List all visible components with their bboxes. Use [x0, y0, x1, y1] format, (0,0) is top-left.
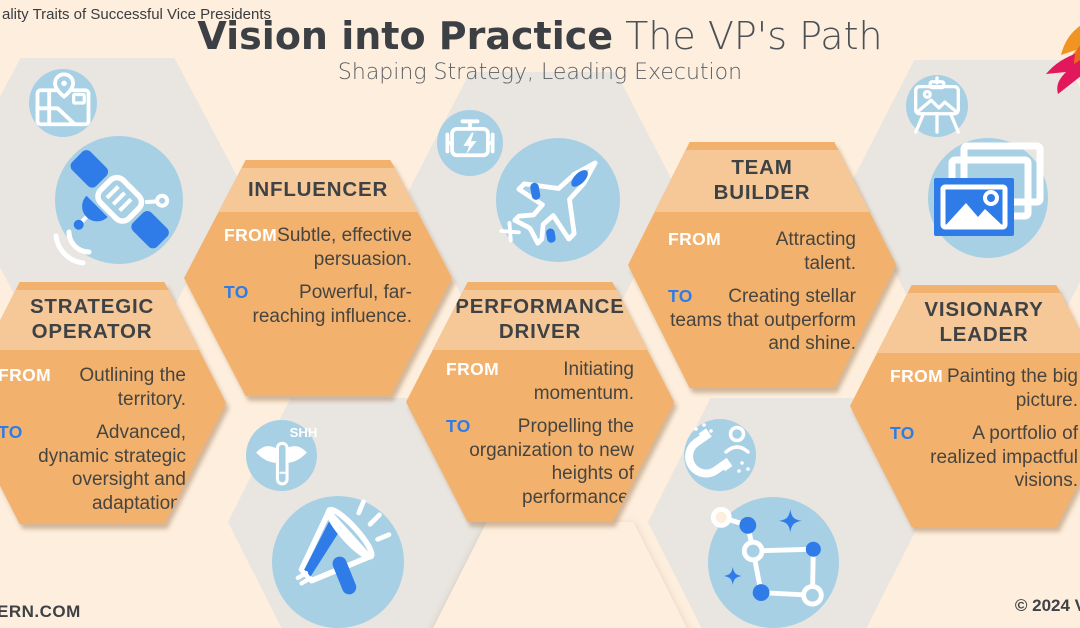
to-text: Propelling the organization to new heigh… [469, 416, 634, 508]
to-entry: TO A portfolio of realized impactful vis… [890, 422, 1078, 493]
page-title-bold: Vision into Practice [197, 14, 614, 58]
page-subtitle: Shaping Strategy, Leading Execution [337, 59, 743, 85]
from-label: FROM [0, 365, 52, 385]
from-label: FROM [224, 225, 278, 245]
shh-icon: SHH [246, 420, 317, 491]
to-text: A portfolio of realized impactful vision… [930, 423, 1078, 492]
page-title-light: The VP's Path [613, 14, 883, 58]
map-icon [29, 69, 97, 137]
from-text: Painting the big picture. [947, 366, 1078, 411]
to-entry: TO Advanced, dynamic strategic oversight… [0, 421, 186, 515]
from-entry: FROM Attracting talent. [668, 228, 856, 275]
to-entry: TO Powerful, far-reaching influence. [224, 281, 412, 328]
footer-website: ERN.COM [0, 602, 81, 621]
phoenix-logo-icon [1046, 25, 1080, 94]
to-label: TO [446, 416, 471, 437]
megaphone-icon [272, 496, 404, 628]
from-label: FROM [890, 366, 944, 386]
to-text: Creating stellar teams that outperform a… [670, 286, 856, 355]
easel-icon [906, 75, 968, 137]
from-label: FROM [668, 229, 722, 249]
from-entry: FROM Painting the big picture. [890, 365, 1078, 412]
picture-stack-icon [928, 138, 1048, 258]
hexagon-title-band: INFLUENCER [184, 168, 452, 212]
satellite-icon [53, 136, 183, 266]
constellation-icon [708, 497, 839, 628]
engine-icon [437, 110, 503, 176]
to-entry: TO Creating stellar teams that outperfor… [668, 285, 856, 356]
from-text: Attracting talent. [775, 229, 856, 274]
to-text: Advanced, dynamic strategic oversight an… [38, 422, 186, 514]
to-entry: TO Propelling the organization to new he… [446, 415, 634, 509]
to-text: Powerful, far-reaching influence. [252, 282, 413, 327]
hexagon-title: INFLUENCER [247, 177, 389, 201]
svg-text:SHH: SHH [290, 425, 318, 440]
page-title: Vision into Practice The VP's Path [0, 14, 1080, 58]
tagline: ality Traits of Successful Vice Presiden… [2, 6, 272, 23]
to-label: TO [224, 282, 249, 303]
footer-copyright: © 2024 V [1014, 596, 1080, 615]
header: Vision into Practice The VP's Path Shapi… [0, 14, 1080, 85]
to-label: TO [668, 286, 693, 307]
to-label: TO [890, 423, 915, 444]
from-text: Initiating momentum. [533, 359, 634, 404]
background-hexagon-cream [424, 522, 696, 628]
from-text: Subtle, effective persuasion. [277, 225, 412, 270]
to-label: TO [0, 422, 23, 443]
from-entry: FROM Subtle, effective persuasion. [224, 224, 412, 271]
from-text: Outlining the territory. [79, 365, 186, 410]
from-label: FROM [446, 359, 500, 379]
from-entry: FROM Outlining the territory. [0, 364, 186, 411]
jet-icon [496, 138, 620, 262]
magnet-icon [684, 419, 756, 491]
from-entry: FROM Initiating momentum. [446, 358, 634, 405]
hexagon-influencer: INFLUENCER FROM Subtle, effective persua… [184, 160, 452, 396]
